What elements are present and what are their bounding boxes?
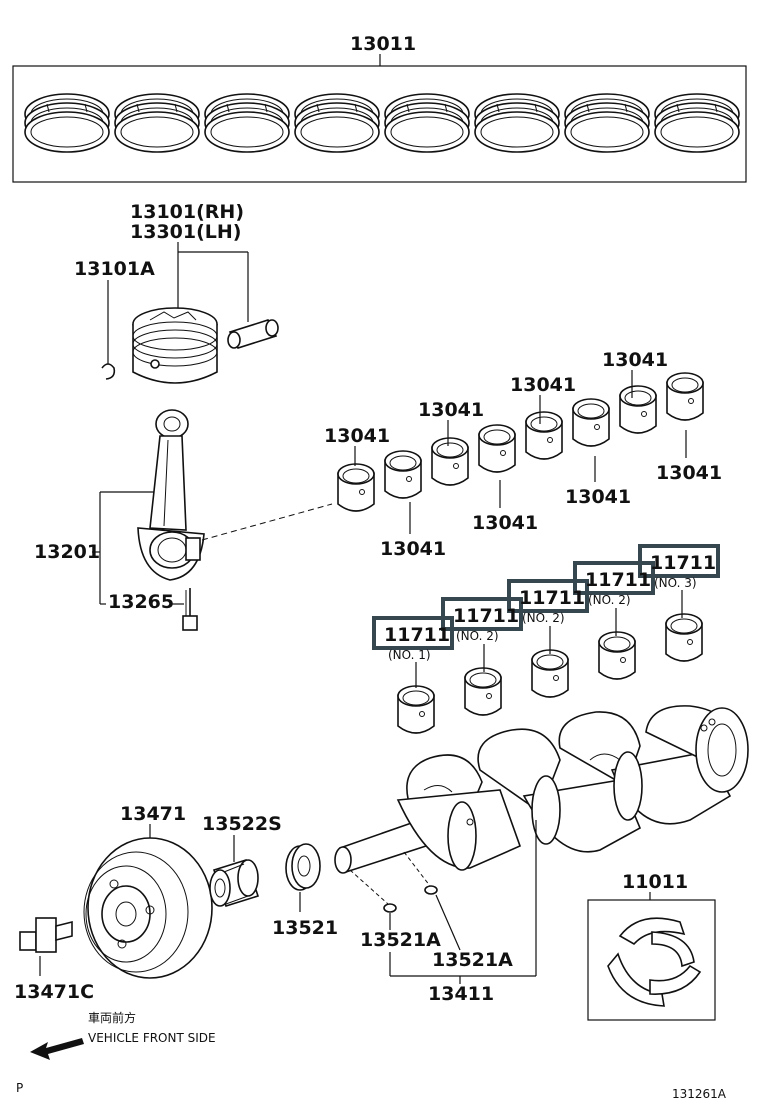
callout-11711-2[interactable]: 11711: [453, 605, 519, 627]
piston-ring-set-5: [384, 93, 470, 153]
callout-11711-3[interactable]: 11711: [519, 587, 585, 609]
callout-13101-rh[interactable]: 13101(RH): [130, 201, 244, 223]
callout-11711-5[interactable]: 11711: [650, 552, 716, 574]
main-bearing-2: [464, 667, 502, 716]
callout-11011[interactable]: 11011: [622, 871, 688, 893]
piston: [132, 307, 218, 384]
crank-keys: [349, 851, 438, 913]
callout-13301-lh[interactable]: 13301(LH): [130, 221, 241, 243]
piston-ring-set-7: [564, 93, 650, 153]
callout-13522s[interactable]: 13522S: [202, 813, 282, 835]
callout-13471c[interactable]: 13471C: [14, 981, 94, 1003]
label-no2-a: (NO. 2): [456, 629, 499, 643]
piston-ring-set-4: [294, 93, 380, 153]
rod-bearing-5: [525, 411, 563, 460]
connecting-rod: [137, 409, 205, 581]
crank-pulley-bolt: [19, 917, 73, 953]
callout-13041-f[interactable]: 13041: [472, 512, 538, 534]
main-bearing-3: [531, 649, 569, 698]
crankshaft: [334, 705, 749, 874]
callout-13041-d[interactable]: 13041: [602, 349, 668, 371]
rod-bearing-8: [666, 372, 704, 421]
label-no2-c: (NO. 2): [588, 593, 631, 607]
main-bearing-1: [397, 685, 435, 734]
timing-gear-group: 13522S 13521: [202, 813, 338, 939]
piston-ring-set-1: [24, 93, 110, 153]
callout-13041-h[interactable]: 13041: [656, 462, 722, 484]
front-label-english: VEHICLE FRONT SIDE: [88, 1031, 216, 1045]
piston-group: 13101(RH) 13301(LH) 13101A: [74, 201, 279, 384]
vehicle-front-indicator: 車両前方 VEHICLE FRONT SIDE: [30, 1010, 216, 1060]
piston-pin: [227, 319, 279, 349]
callout-13265[interactable]: 13265: [108, 591, 174, 613]
label-no2-b: (NO. 2): [522, 611, 565, 625]
callout-13471[interactable]: 13471: [120, 803, 186, 825]
label-no3: (NO. 3): [654, 576, 697, 590]
crank-pulley-group: 13471 13471C: [14, 803, 213, 1003]
rod-bearing-7: [619, 385, 657, 434]
highlight-box-3: [507, 579, 589, 613]
callout-13521a-a[interactable]: 13521A: [360, 929, 441, 951]
piston-rings: [24, 93, 740, 153]
rod-bearing-6: [572, 398, 610, 447]
rod-bearing-2: [384, 450, 422, 499]
con-rod-bolt: [182, 588, 198, 631]
callout-13521[interactable]: 13521: [272, 917, 338, 939]
main-bearings-group: 11711 11711 11711 11711 11711 (NO. 1) (N…: [372, 544, 720, 734]
front-label-japanese: 車両前方: [88, 1010, 136, 1025]
highlight-box-2: [441, 597, 523, 631]
rod-bearing-3: [431, 437, 469, 486]
callout-13041-g[interactable]: 13041: [565, 486, 631, 508]
piston-ring-set-group: 13011: [12, 33, 747, 183]
snap-ring: [101, 363, 116, 380]
piston-ring-set-6: [474, 93, 560, 153]
callout-13521a-b[interactable]: 13521A: [432, 949, 513, 971]
crank-pulley: [83, 837, 213, 979]
callout-13411[interactable]: 13411: [428, 983, 494, 1005]
figure-id: 131261A: [672, 1087, 727, 1101]
thrust-washer-box: [587, 899, 716, 1021]
timing-gear: [209, 859, 260, 907]
callout-11711-4[interactable]: 11711: [585, 569, 651, 591]
ring-set-box: [12, 65, 747, 183]
main-bearing-5: [665, 613, 703, 662]
piston-ring-set-2: [114, 93, 200, 153]
corner-mark: P: [16, 1081, 23, 1095]
callout-11711-1[interactable]: 11711: [384, 624, 450, 646]
piston-ring-set-3: [204, 93, 290, 153]
thrust-washers: [607, 917, 702, 1007]
front-arrow-icon: [30, 1038, 84, 1060]
callout-13041-e[interactable]: 13041: [380, 538, 446, 560]
rod-bearing-4: [478, 424, 516, 473]
callout-13101a[interactable]: 13101A: [74, 258, 155, 280]
main-bearings: [397, 613, 703, 734]
main-bearing-4: [598, 631, 636, 680]
rod-bearings-group: 13041 13041 13041 13041 13041 13041 1304…: [324, 349, 722, 560]
highlight-box-5: [638, 544, 720, 578]
rod-bearing-1: [337, 463, 375, 512]
connecting-rod-group: 13201 13265: [34, 409, 333, 631]
crank-sprocket: [285, 843, 321, 891]
piston-ring-set-8: [654, 93, 740, 153]
callout-13041-b[interactable]: 13041: [418, 399, 484, 421]
highlight-box-1: [372, 616, 454, 650]
callout-13011[interactable]: 13011: [350, 33, 416, 55]
callout-13041-c[interactable]: 13041: [510, 374, 576, 396]
label-no1: (NO. 1): [388, 648, 431, 662]
thrust-washer-group: 11011: [587, 871, 716, 1021]
rod-bearings: [337, 372, 704, 512]
callout-13041-a[interactable]: 13041: [324, 425, 390, 447]
callout-13201[interactable]: 13201: [34, 541, 100, 563]
